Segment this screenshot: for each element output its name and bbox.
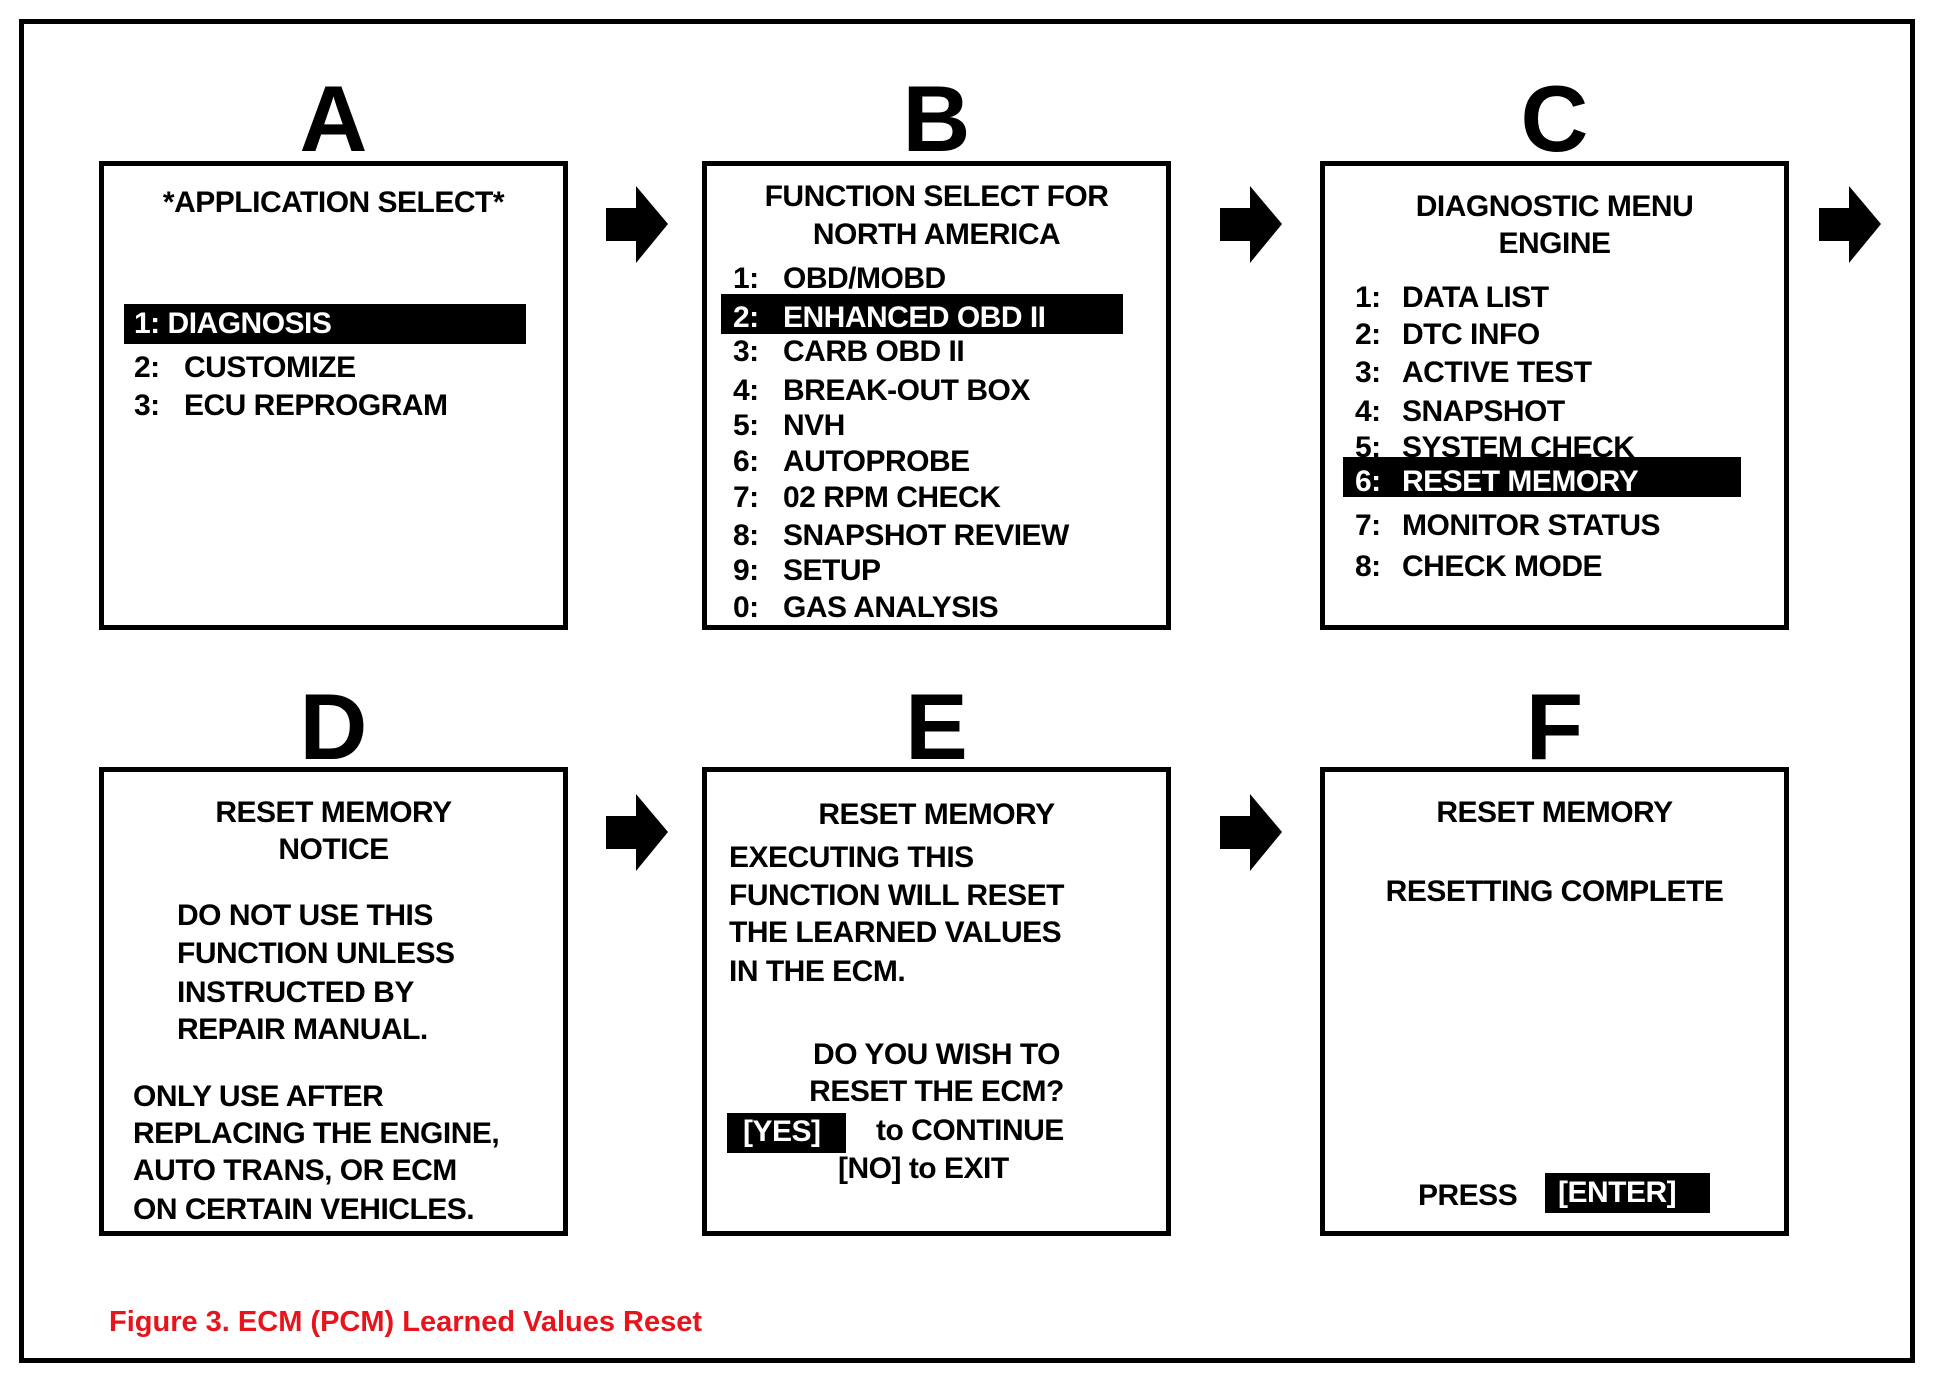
panel-e-screen: RESET MEMORY EXECUTING THIS FUNCTION WIL…: [702, 767, 1171, 1236]
menu-item-label: MONITOR STATUS: [1402, 509, 1661, 542]
panel-c-screen: DIAGNOSTIC MENU ENGINE 1: DATA LIST 2: DTC …: [1320, 161, 1789, 630]
panel-f-screen: RESET MEMORY RESETTING COMPLETE PRESS [E…: [1320, 767, 1789, 1236]
menu-item-number: 6:: [733, 445, 759, 478]
notice-line: FUNCTION UNLESS: [177, 937, 455, 970]
menu-item-number: 4:: [733, 374, 759, 407]
panel-a-screen: *APPLICATION SELECT* 1: DIAGNOSIS 2:CUST…: [99, 161, 568, 630]
menu-item-label: SNAPSHOT: [1402, 395, 1565, 428]
menu-item-number: 5:: [1355, 431, 1381, 464]
panel-f-title: RESET MEMORY: [1436, 796, 1673, 829]
menu-item-label: AUTOPROBE: [783, 445, 970, 478]
panel-a-title: *APPLICATION SELECT*: [162, 186, 505, 219]
press-label: PRESS: [1418, 1179, 1518, 1212]
menu-item-customize: 2:CUSTOMIZE: [134, 351, 356, 384]
menu-item-label: ENHANCED OBD II: [783, 301, 1046, 334]
right-block-arrow-icon: [1220, 794, 1282, 871]
status-text: RESETTING COMPLETE: [1385, 875, 1724, 908]
panel-d-letter: D: [299, 674, 368, 779]
enter-key-highlight: [1545, 1173, 1710, 1213]
message-line: IN THE ECM.: [729, 955, 906, 988]
question-line: RESET THE ECM?: [809, 1075, 1064, 1108]
menu-item-label: GAS ANALYSIS: [783, 591, 999, 624]
menu-item-number: 9:: [733, 554, 759, 587]
panel-f-letter: F: [1525, 674, 1584, 779]
menu-item-label: SETUP: [783, 554, 881, 587]
menu-item-ecu-reprogram: 3:ECU REPROGRAM: [134, 389, 448, 422]
panel-c-letter: C: [1520, 66, 1589, 171]
message-line: THE LEARNED VALUES: [729, 916, 1062, 949]
figure-caption: Figure 3. ECM (PCM) Learned Values Reset: [109, 1306, 703, 1338]
menu-item-label: RESET MEMORY: [1402, 465, 1639, 498]
menu-item-label: DTC INFO: [1402, 318, 1540, 351]
menu-item-label: DATA LIST: [1402, 281, 1549, 314]
menu-item-label: CARB OBD II: [783, 335, 965, 368]
right-block-arrow-icon: [1819, 186, 1881, 263]
menu-item-label: SNAPSHOT REVIEW: [783, 519, 1069, 552]
panel-d-screen: RESET MEMORY NOTICE DO NOT USE THIS FUNC…: [99, 767, 568, 1236]
panel-e-letter: E: [905, 674, 968, 779]
notice-line: ONLY USE AFTER: [133, 1080, 384, 1113]
menu-item-label: OBD/MOBD: [783, 262, 946, 295]
right-block-arrow-icon: [606, 186, 668, 263]
figure-frame: [19, 19, 1915, 1363]
panel-e-title: RESET MEMORY: [818, 798, 1055, 831]
menu-item-number: 7:: [1355, 509, 1381, 542]
notice-line: ON CERTAIN VEHICLES.: [133, 1193, 475, 1226]
menu-item-number: 8:: [1355, 550, 1381, 583]
menu-item-number: 6:: [1355, 465, 1381, 498]
menu-item-number: 5:: [733, 409, 759, 442]
no-instruction: [NO] to EXIT: [838, 1152, 1009, 1185]
panel-d-title-line-1: RESET MEMORY: [215, 796, 452, 829]
menu-item-diagnosis: 1: DIAGNOSIS: [134, 307, 332, 340]
menu-item-label: NVH: [783, 409, 845, 442]
yes-key: [YES]: [743, 1115, 821, 1148]
menu-item-number: 7:: [733, 481, 759, 514]
menu-item-label: CHECK MODE: [1402, 550, 1603, 583]
selection-highlight: [124, 304, 526, 344]
yes-key-highlight: [727, 1113, 846, 1153]
enter-key: [ENTER]: [1558, 1176, 1677, 1209]
menu-item-number: 3:: [1355, 356, 1381, 389]
message-line: EXECUTING THIS: [729, 841, 974, 874]
panel-b-letter: B: [902, 66, 971, 171]
menu-item-number: 2:: [1355, 318, 1381, 351]
panel-a-letter: A: [299, 66, 368, 171]
question-line: DO YOU WISH TO: [813, 1038, 1060, 1071]
menu-item-label: SYSTEM CHECK: [1402, 431, 1635, 464]
selection-highlight: [1343, 457, 1741, 497]
right-block-arrow-icon: [606, 794, 668, 871]
notice-line: REPLACING THE ENGINE,: [133, 1117, 500, 1150]
menu-item-number: 2:: [733, 301, 759, 334]
panel-c-title-line-2: ENGINE: [1498, 227, 1611, 260]
notice-line: AUTO TRANS, OR ECM: [133, 1154, 457, 1187]
menu-item-number: 1:: [733, 262, 759, 295]
notice-line: DO NOT USE THIS: [177, 899, 433, 932]
yes-instruction: to CONTINUE: [876, 1114, 1064, 1147]
selection-highlight: [721, 294, 1123, 334]
right-block-arrow-icon: [1220, 186, 1282, 263]
panel-b-title-line-1: FUNCTION SELECT FOR: [764, 180, 1109, 213]
panel-b-title-line-2: NORTH AMERICA: [812, 218, 1061, 251]
menu-item-number: 1:: [1355, 281, 1381, 314]
notice-line: INSTRUCTED BY: [177, 976, 414, 1009]
menu-item-label: BREAK-OUT BOX: [783, 374, 1030, 407]
menu-item-label: 02 RPM CHECK: [783, 481, 1001, 514]
notice-line: REPAIR MANUAL.: [177, 1013, 428, 1046]
menu-item-number: 3:: [733, 335, 759, 368]
panel-d-title-line-2: NOTICE: [278, 833, 389, 866]
menu-item-number: 4:: [1355, 395, 1381, 428]
panel-c-title-line-1: DIAGNOSTIC MENU: [1415, 190, 1694, 223]
panel-b-screen: FUNCTION SELECT FOR NORTH AMERICA 1: OBD/…: [702, 161, 1171, 630]
message-line: FUNCTION WILL RESET: [729, 879, 1064, 912]
menu-item-number: 8:: [733, 519, 759, 552]
menu-item-label: ACTIVE TEST: [1402, 356, 1592, 389]
menu-item-number: 0:: [733, 591, 759, 624]
